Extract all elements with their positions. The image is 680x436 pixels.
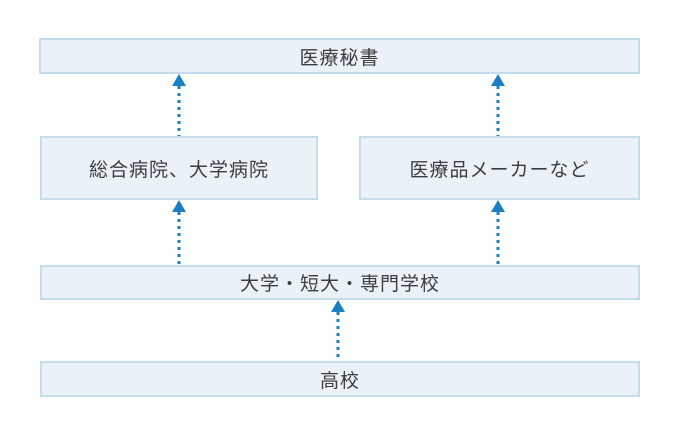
arrow-dotted-line: [496, 86, 500, 136]
arrow-dotted-line: [177, 212, 181, 265]
arrow-up-icon: [491, 200, 505, 212]
node-label: 医療品メーカーなど: [409, 159, 590, 181]
arrow-dotted-line: [336, 312, 340, 361]
arrow-dotted-line: [496, 212, 500, 265]
node-medical-makers: 医療品メーカーなど: [359, 136, 640, 200]
node-label: 医療秘書: [299, 47, 380, 69]
node-medical-secretary: 医療秘書: [39, 38, 640, 74]
node-highschool: 高校: [40, 361, 640, 397]
arrow-makers-to-secretary: [491, 74, 505, 136]
arrow-up-icon: [491, 74, 505, 86]
arrow-up-icon: [172, 74, 186, 86]
node-hospitals: 総合病院、大学病院: [40, 136, 318, 200]
node-label: 総合病院、大学病院: [88, 159, 269, 181]
arrow-dotted-line: [177, 86, 181, 136]
arrow-highschool-to-school: [331, 300, 345, 361]
node-label: 大学・短大・専門学校: [239, 274, 440, 295]
arrow-school-to-makers: [491, 200, 505, 265]
node-university-college: 大学・短大・専門学校: [40, 265, 640, 300]
node-label: 高校: [319, 370, 360, 392]
arrow-school-to-hospitals: [172, 200, 186, 265]
arrow-up-icon: [331, 300, 345, 312]
arrow-hospitals-to-secretary: [172, 74, 186, 136]
arrow-up-icon: [172, 200, 186, 212]
